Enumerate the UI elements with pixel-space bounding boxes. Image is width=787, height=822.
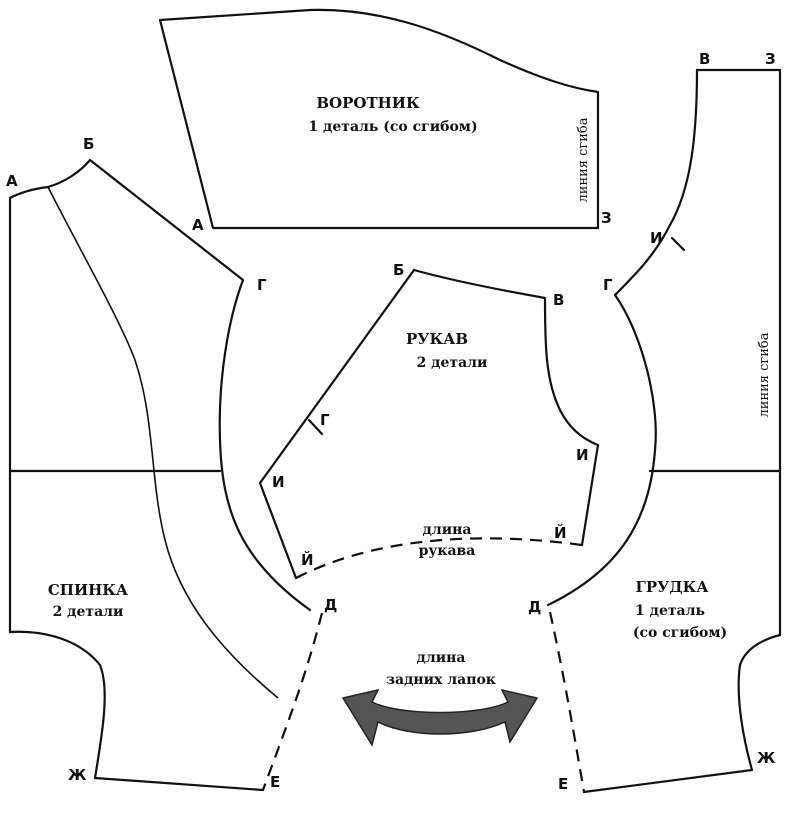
back-point-d: Д xyxy=(324,596,337,614)
curved-double-arrow-icon xyxy=(341,688,539,747)
back-subtitle: 2 детали xyxy=(53,604,124,620)
sleeve-point-v: В xyxy=(553,291,564,309)
collar-title: ВОРОТНИК xyxy=(316,94,420,112)
sleeve-length-label-line1: длина xyxy=(423,522,472,538)
back-point-b: Б xyxy=(83,135,94,153)
chest-point-d: Д xyxy=(528,598,541,616)
back-point-g: Г xyxy=(257,276,267,294)
sleeve-title: РУКАВ xyxy=(406,330,468,348)
chest-point-e: Е xyxy=(558,775,568,793)
chest-point-v: В xyxy=(699,50,710,68)
collar-point-a: А xyxy=(192,216,204,234)
back-title: СПИНКА xyxy=(48,581,129,599)
sleeve-point-g: Г xyxy=(320,411,330,429)
chest-point-z: З xyxy=(765,50,776,68)
chest-piece: линия сгиба ГРУДКА 1 деталь (со сгибом) … xyxy=(528,50,782,794)
collar-piece: ВОРОТНИК 1 деталь (со сгибом) линия сгиб… xyxy=(158,8,612,234)
hind-length-label-line1: длина xyxy=(417,650,466,666)
sleeve-subtitle: 2 детали xyxy=(417,355,488,371)
chest-fold-label: линия сгиба xyxy=(757,332,772,417)
chest-subtitle-line2: (со сгибом) xyxy=(633,625,727,641)
sleeve-length-label-line2: рукава xyxy=(419,543,476,559)
sleeve-piece: РУКАВ 2 детали длина рукава Б В Г И И Й … xyxy=(258,261,600,580)
hind-legs-length: длина задних лапок xyxy=(341,650,539,747)
back-point-a: А xyxy=(6,172,18,190)
sleeve-point-b: Б xyxy=(393,261,404,279)
sleeve-point-y-right: Й xyxy=(554,523,567,542)
hind-length-label-line2: задних лапок xyxy=(386,672,496,688)
chest-subtitle: 1 деталь xyxy=(635,603,705,619)
sleeve-point-i-right: И xyxy=(576,446,589,464)
back-point-e: Е xyxy=(270,773,280,791)
collar-fold-label: линия сгиба xyxy=(576,117,591,202)
sleeve-point-y: Й xyxy=(301,550,314,569)
chest-title: ГРУДКА xyxy=(635,578,709,596)
chest-point-i: И xyxy=(650,229,663,247)
chest-point-g: Г xyxy=(603,276,613,294)
back-piece: СПИНКА 2 детали А Б Г Д Ж Е xyxy=(6,135,337,792)
chest-point-zh: Ж xyxy=(757,749,776,767)
sleeve-point-i: И xyxy=(272,473,285,491)
back-point-zh: Ж xyxy=(68,766,87,784)
collar-point-z: З xyxy=(601,209,612,227)
collar-subtitle: 1 деталь (со сгибом) xyxy=(308,119,477,135)
